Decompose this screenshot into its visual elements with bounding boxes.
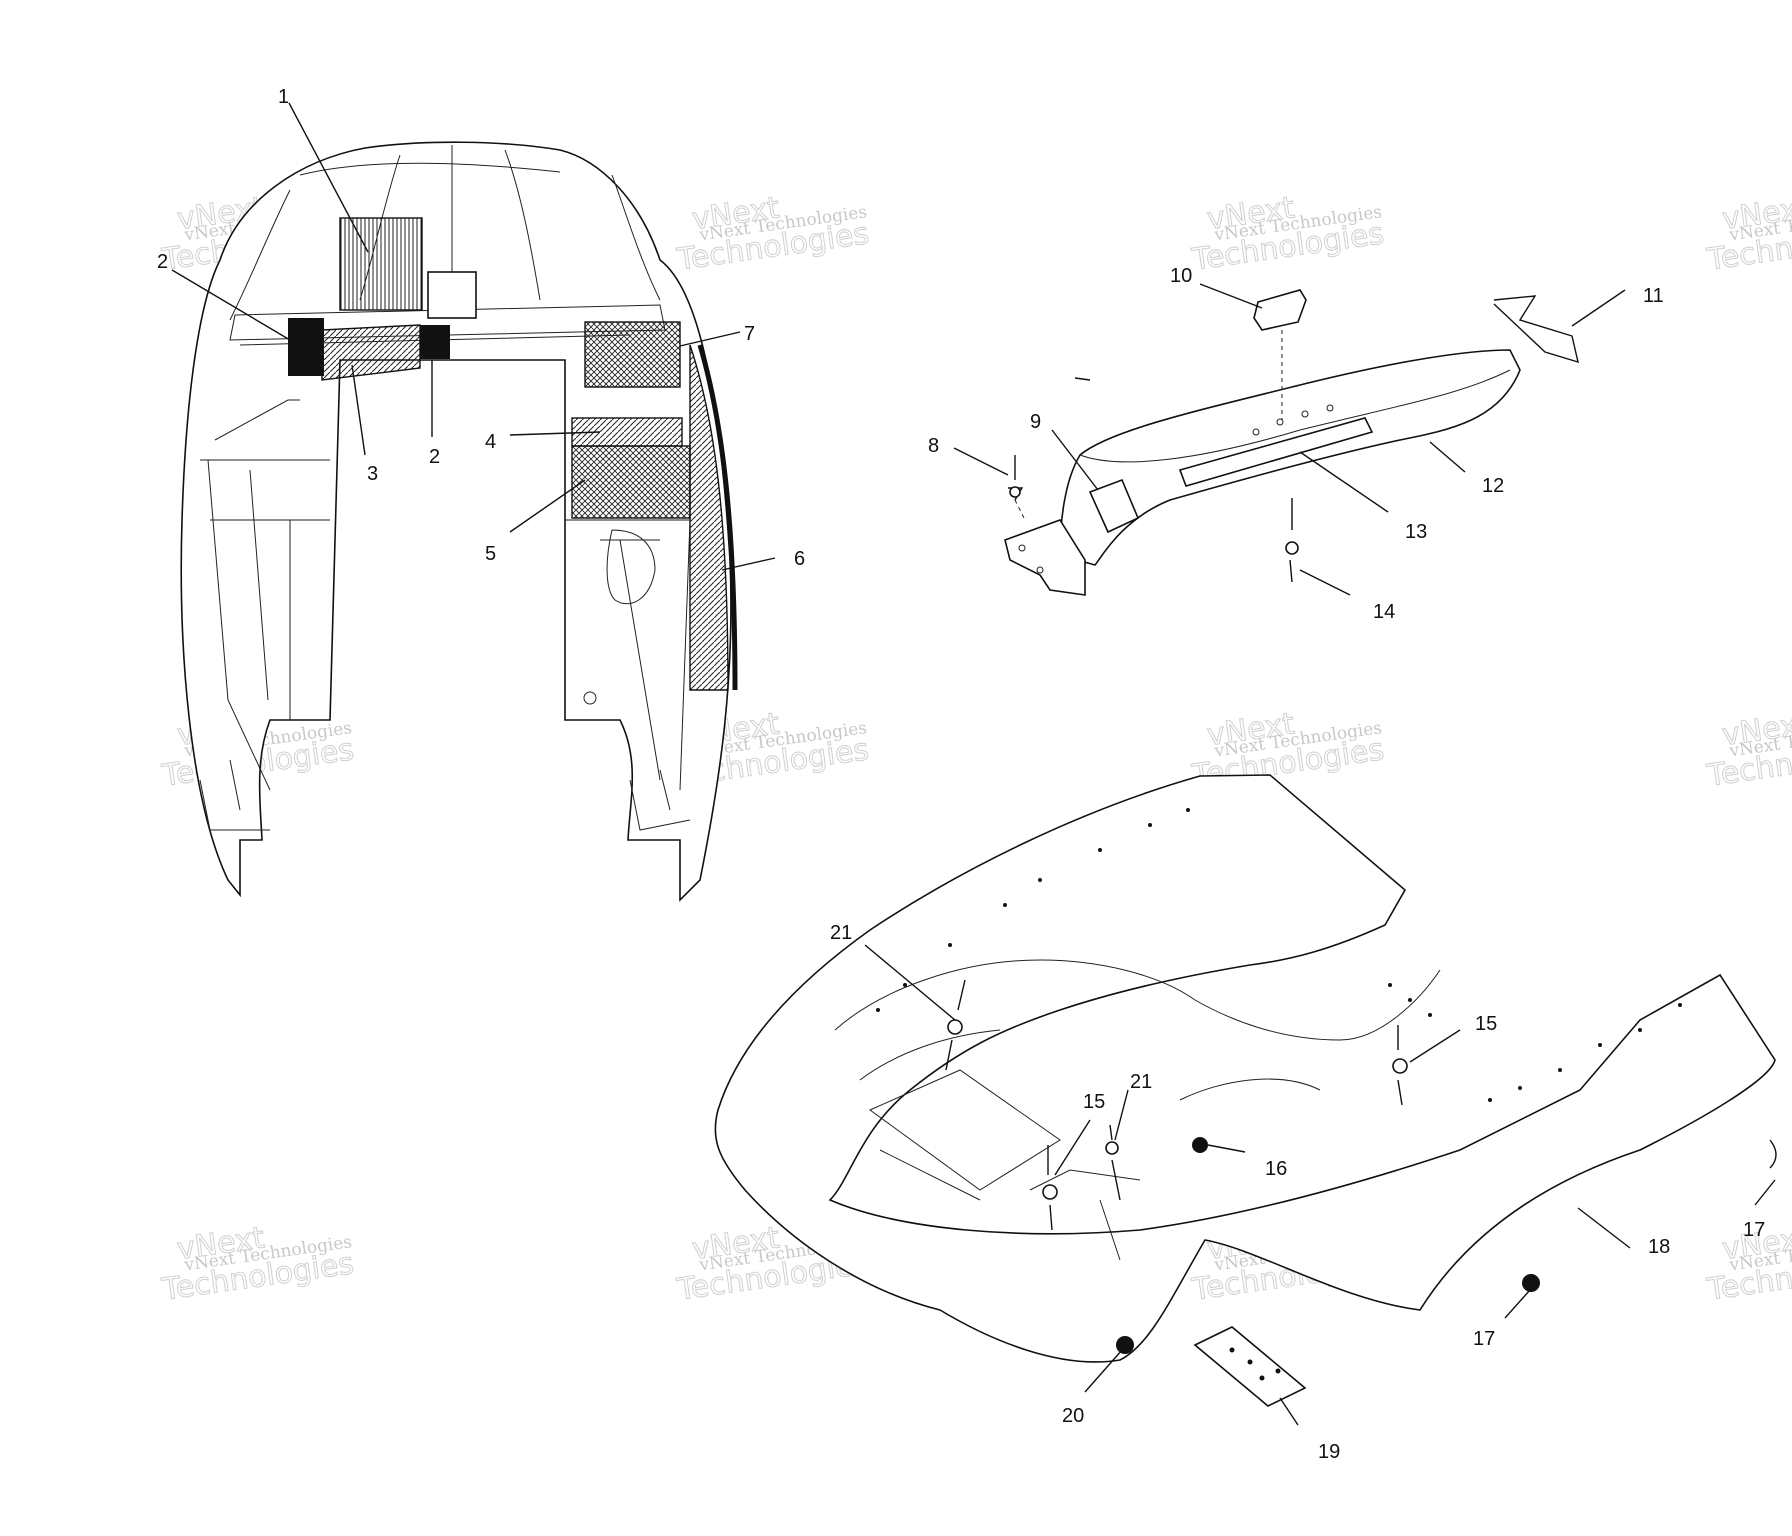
- callout-11: 11: [1643, 285, 1664, 307]
- callout-1: 1: [278, 86, 289, 108]
- decal-6-edge: [697, 344, 738, 691]
- callout-18: 18: [1648, 1236, 1670, 1258]
- belly-pan-outline: [714, 774, 1776, 1363]
- leader-lines: [171, 102, 1776, 1426]
- rivet-21-lower: [1109, 1124, 1121, 1201]
- headlight-pod: [1059, 349, 1521, 566]
- belly-pan-assembly: [714, 774, 1777, 1407]
- rivet-21-lower-head: [1105, 1141, 1119, 1155]
- watermark: vNext vNext Technologies Technologies: [1704, 190, 1792, 278]
- rivet-15-left: [1047, 1145, 1053, 1231]
- callout-19: 19: [1318, 1441, 1340, 1463]
- headlight-pod-assembly: [1004, 289, 1579, 596]
- pod-hole: [1301, 410, 1309, 418]
- callout-4: 4: [485, 431, 496, 453]
- grommet-20: [1116, 1336, 1134, 1354]
- rivet-14-head: [1285, 541, 1299, 555]
- plate-19-holes: [1229, 1347, 1281, 1381]
- rivet-21-upper-head: [947, 1019, 963, 1035]
- decal-13: [1178, 417, 1374, 487]
- callout-3: 3: [367, 463, 378, 485]
- pan-holes: [876, 808, 1682, 1102]
- callout-15-left: 15: [1083, 1091, 1105, 1113]
- decal-9: [1088, 478, 1140, 534]
- callout-17-right: 17: [1743, 1219, 1765, 1241]
- callout-9: 9: [1030, 411, 1041, 433]
- hood-outline: [180, 141, 732, 902]
- rivet-8-head: [1009, 486, 1021, 498]
- plate-19: [1193, 1326, 1307, 1407]
- wire-clip-11: [1493, 295, 1579, 364]
- watermark: vNext vNext Technologies Technologies: [159, 1220, 357, 1308]
- watermark: vNext vNext Technologies Technologies: [1189, 190, 1387, 278]
- decal-3: [321, 324, 421, 381]
- hood-assembly: [180, 141, 738, 902]
- callout-17-lower: 17: [1473, 1328, 1495, 1350]
- callout-8: 8: [928, 435, 939, 457]
- fastener-17-right: [1769, 1139, 1777, 1169]
- callout-6: 6: [794, 548, 805, 570]
- callout-21-lower: 21: [1130, 1071, 1152, 1093]
- pod-edge: [1079, 369, 1511, 463]
- pod-hole: [1276, 418, 1284, 426]
- rivet-15-left-head: [1042, 1184, 1058, 1200]
- decal-2-right: [420, 325, 450, 359]
- rivet-14: [1289, 498, 1293, 583]
- flange-hole: [1036, 566, 1044, 574]
- flange-hole: [1018, 544, 1026, 552]
- watermark: vNext vNext Technologies Technologies: [1704, 706, 1792, 794]
- pod-hole: [1326, 404, 1334, 412]
- callout-15-right: 15: [1475, 1013, 1497, 1035]
- decal-6: [689, 344, 729, 691]
- hood-hole: [583, 691, 597, 705]
- callout-21-upper: 21: [830, 922, 852, 944]
- center-bracket: [427, 271, 477, 319]
- callout-2-bottom: 2: [429, 446, 440, 468]
- callout-10: 10: [1170, 265, 1192, 287]
- screw-16: [1192, 1137, 1208, 1153]
- hood-left-inner: [200, 399, 330, 791]
- callout-labels: 1 2 2 3 4 5 6 7 8 9 10 11 12 13 14 15 15…: [157, 86, 1765, 1463]
- belly-pan-crossmember: [869, 1069, 1061, 1201]
- rivet-21-upper: [945, 979, 966, 1071]
- callout-12: 12: [1482, 475, 1504, 497]
- hood-lower-left: [199, 759, 270, 831]
- pod-flange: [1004, 519, 1086, 596]
- hood-right-inner: [565, 519, 691, 791]
- callout-20: 20: [1062, 1405, 1084, 1427]
- callout-2-left: 2: [157, 251, 168, 273]
- grommet-17: [1522, 1274, 1540, 1292]
- callout-7: 7: [744, 323, 755, 345]
- callout-13: 13: [1405, 521, 1427, 543]
- rivet-15-right-head: [1392, 1058, 1408, 1074]
- axis-line: [1014, 330, 1283, 521]
- belly-pan-inner: [834, 959, 1441, 1261]
- decal-5: [571, 445, 691, 519]
- pod-hole: [1252, 428, 1260, 436]
- callout-16: 16: [1265, 1158, 1287, 1180]
- watermark: vNext vNext Technologies Technologies: [674, 190, 872, 278]
- clip-10: [1253, 289, 1307, 331]
- callout-5: 5: [485, 543, 496, 565]
- decal-1: [339, 217, 423, 311]
- decal-2-left: [288, 318, 324, 376]
- hood-lower-right: [629, 769, 691, 831]
- decal-7: [584, 321, 681, 388]
- callout-14: 14: [1373, 601, 1395, 623]
- rivet-15-right: [1397, 1025, 1403, 1106]
